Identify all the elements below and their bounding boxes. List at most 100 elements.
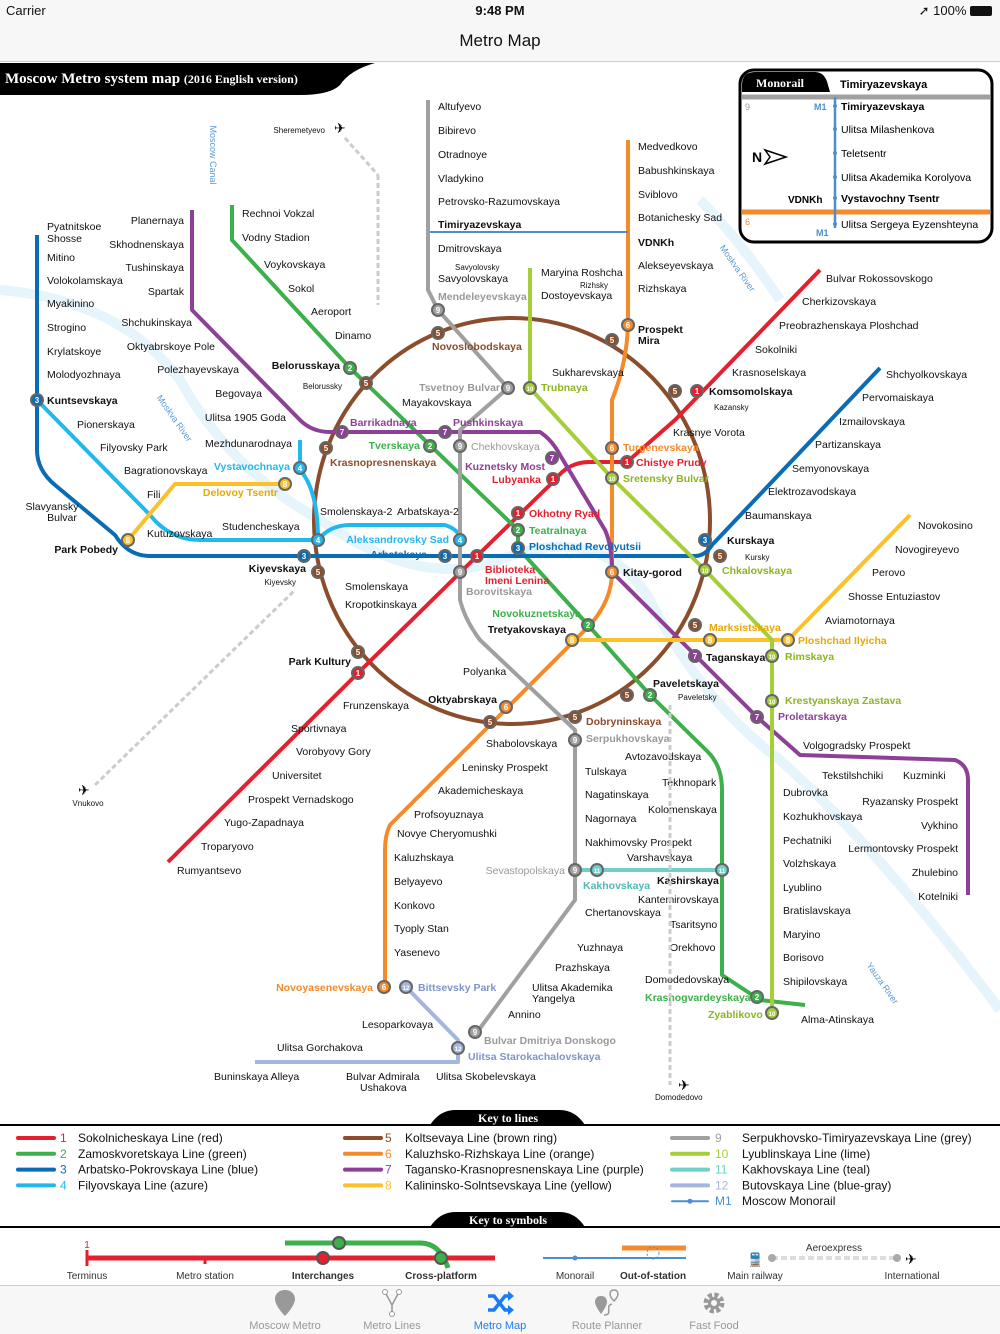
- interchange-station[interactable]: 3: [297, 549, 311, 563]
- interchange-station[interactable]: 3: [698, 533, 712, 547]
- station-label[interactable]: Rizhskaya: [638, 283, 687, 295]
- station-label[interactable]: Oktyabrskoye Pole: [127, 341, 215, 353]
- station-label[interactable]: Ulitsa Akademika: [532, 982, 613, 994]
- station-label[interactable]: Krasnye Vorota: [673, 427, 745, 439]
- station-label[interactable]: Borisovo: [783, 952, 824, 964]
- interchange-station[interactable]: 6: [499, 700, 513, 714]
- interchange-station[interactable]: 5: [319, 441, 333, 455]
- station-label[interactable]: Shipilovskaya: [783, 976, 847, 988]
- station-label[interactable]: Kashirskaya: [657, 875, 719, 887]
- tab-moscow-metro[interactable]: Moscow Metro: [235, 1288, 335, 1332]
- station-label[interactable]: Ulitsa Starokachalovskaya: [468, 1051, 601, 1063]
- station-label[interactable]: Sukharevskaya: [552, 367, 624, 379]
- station-label[interactable]: Arbatskaya: [370, 549, 427, 561]
- interchange-station[interactable]: 7: [688, 649, 702, 663]
- station-label[interactable]: Alma-Atinskaya: [801, 1014, 874, 1026]
- station-label[interactable]: Ulitsa Skobelevskaya: [436, 1071, 536, 1083]
- station-label[interactable]: Savyolovsky: [455, 263, 499, 272]
- interchange-station[interactable]: 10: [523, 381, 537, 395]
- interchange-station[interactable]: 5: [620, 688, 634, 702]
- interchange-station[interactable]: 6: [605, 441, 619, 455]
- station-label[interactable]: Arbatskaya-2: [397, 506, 459, 518]
- station-label[interactable]: Myakinino: [47, 298, 94, 310]
- station-label[interactable]: Varshavskaya: [627, 852, 692, 864]
- station-label[interactable]: Aleksandrovsky Sad: [346, 534, 449, 546]
- station-label[interactable]: Universitet: [272, 770, 322, 782]
- station-label[interactable]: Dinamo: [335, 330, 371, 342]
- station-label[interactable]: Belorussky: [303, 382, 342, 391]
- station-label[interactable]: Rimskaya: [785, 651, 834, 663]
- station-label[interactable]: Barrikadnaya: [350, 417, 417, 429]
- station-label[interactable]: Baumanskaya: [745, 510, 812, 522]
- station-label[interactable]: Begovaya: [215, 388, 262, 400]
- station-label[interactable]: Belorusskaya: [272, 360, 340, 372]
- station-label[interactable]: Tyoply Stan: [394, 923, 449, 935]
- station-label[interactable]: Aeroport: [311, 306, 351, 318]
- station-label[interactable]: Yuzhnaya: [577, 942, 623, 954]
- station-label[interactable]: Kozhukhovskaya: [783, 811, 863, 823]
- interchange-station[interactable]: 10: [765, 1006, 779, 1020]
- station-label[interactable]: Kantemirovskaya: [638, 894, 719, 906]
- station-label[interactable]: Yangelya: [532, 993, 575, 1005]
- station-label[interactable]: Fili: [147, 489, 160, 501]
- station-label[interactable]: Filyovsky Park: [100, 442, 168, 454]
- station-label[interactable]: Vystavochnaya: [214, 461, 290, 473]
- interchange-station[interactable]: 8: [278, 477, 292, 491]
- interchange-station[interactable]: 6: [377, 980, 391, 994]
- station-label[interactable]: Bulvar Dmitriya Donskogo: [484, 1035, 616, 1047]
- station-label[interactable]: Shosse Entuziastov: [848, 591, 941, 603]
- inset-station[interactable]: Ulitsa Sergeya Eyzenshteyna: [841, 219, 978, 231]
- station-label[interactable]: Petrovsko-Razumovskaya: [438, 196, 560, 208]
- interchange-station[interactable]: 2: [511, 523, 525, 537]
- station-label[interactable]: Taganskaya: [706, 652, 765, 664]
- station-label[interactable]: Kazansky: [714, 403, 749, 412]
- inset-station[interactable]: Teletsentr: [841, 148, 887, 160]
- interchange-station[interactable]: 11: [590, 863, 604, 877]
- interchange-station[interactable]: 9: [568, 863, 582, 877]
- inset-station[interactable]: Ulitsa Akademika Korolyova: [841, 172, 971, 184]
- interchange-station[interactable]: 1: [351, 666, 365, 680]
- station-label[interactable]: Prazhskaya: [555, 962, 610, 974]
- station-label[interactable]: Tverskaya: [369, 440, 421, 452]
- station-label[interactable]: Aviamotornaya: [825, 615, 895, 627]
- station-label[interactable]: Tsaritsyno: [670, 919, 717, 931]
- station-label[interactable]: Sheremetyevo: [273, 126, 325, 135]
- station-label[interactable]: Frunzenskaya: [343, 700, 409, 712]
- station-label[interactable]: Delovoy Tsentr: [203, 487, 278, 499]
- inset-station[interactable]: Vystavochny Tsentr: [841, 193, 940, 205]
- station-label[interactable]: Medvedkovo: [638, 141, 698, 153]
- station-label[interactable]: Babushkinskaya: [638, 165, 715, 177]
- station-label[interactable]: Kuznetsky Most: [465, 461, 545, 473]
- station-label[interactable]: Vodny Stadion: [242, 232, 310, 244]
- station-label[interactable]: Vladykino: [438, 173, 484, 185]
- station-label[interactable]: Kuntsevskaya: [47, 395, 118, 407]
- interchange-station[interactable]: 10: [765, 694, 779, 708]
- station-label[interactable]: Sokolniki: [755, 344, 797, 356]
- station-label[interactable]: Volzhskaya: [783, 858, 836, 870]
- interchange-station[interactable]: 3: [438, 549, 452, 563]
- interchange-station[interactable]: 4: [293, 461, 307, 475]
- station-label[interactable]: Rumyantsevo: [177, 865, 241, 877]
- station-label[interactable]: Vykhino: [921, 820, 958, 832]
- station-label[interactable]: Partizanskaya: [815, 439, 881, 451]
- station-label[interactable]: Dostoyevskaya: [541, 290, 612, 302]
- interchange-station[interactable]: 5: [351, 645, 365, 659]
- station-label[interactable]: Bagrationovskaya: [124, 465, 208, 477]
- station-label[interactable]: Bulvar Admirala: [346, 1071, 420, 1083]
- interchange-station[interactable]: 10: [765, 649, 779, 663]
- station-label[interactable]: Dmitrovskaya: [438, 243, 502, 255]
- station-label[interactable]: Smolenskaya-2: [320, 506, 393, 518]
- station-label[interactable]: Mitino: [47, 252, 75, 264]
- station-label[interactable]: Kuzminki: [903, 770, 946, 782]
- station-label[interactable]: Tretyakovskaya: [488, 624, 566, 636]
- interchange-station[interactable]: 7: [438, 425, 452, 439]
- station-label[interactable]: Voykovskaya: [264, 259, 325, 271]
- station-label[interactable]: Smolenskaya: [345, 581, 408, 593]
- station-label[interactable]: Zhulebino: [912, 867, 958, 879]
- station-label[interactable]: Lubyanka: [492, 474, 541, 486]
- station-label[interactable]: Perovo: [872, 567, 905, 579]
- inset-station[interactable]: Timiryazevskaya: [841, 101, 924, 113]
- station-label[interactable]: Volokolamskaya: [47, 275, 123, 287]
- station-label[interactable]: Troparyovo: [201, 841, 254, 853]
